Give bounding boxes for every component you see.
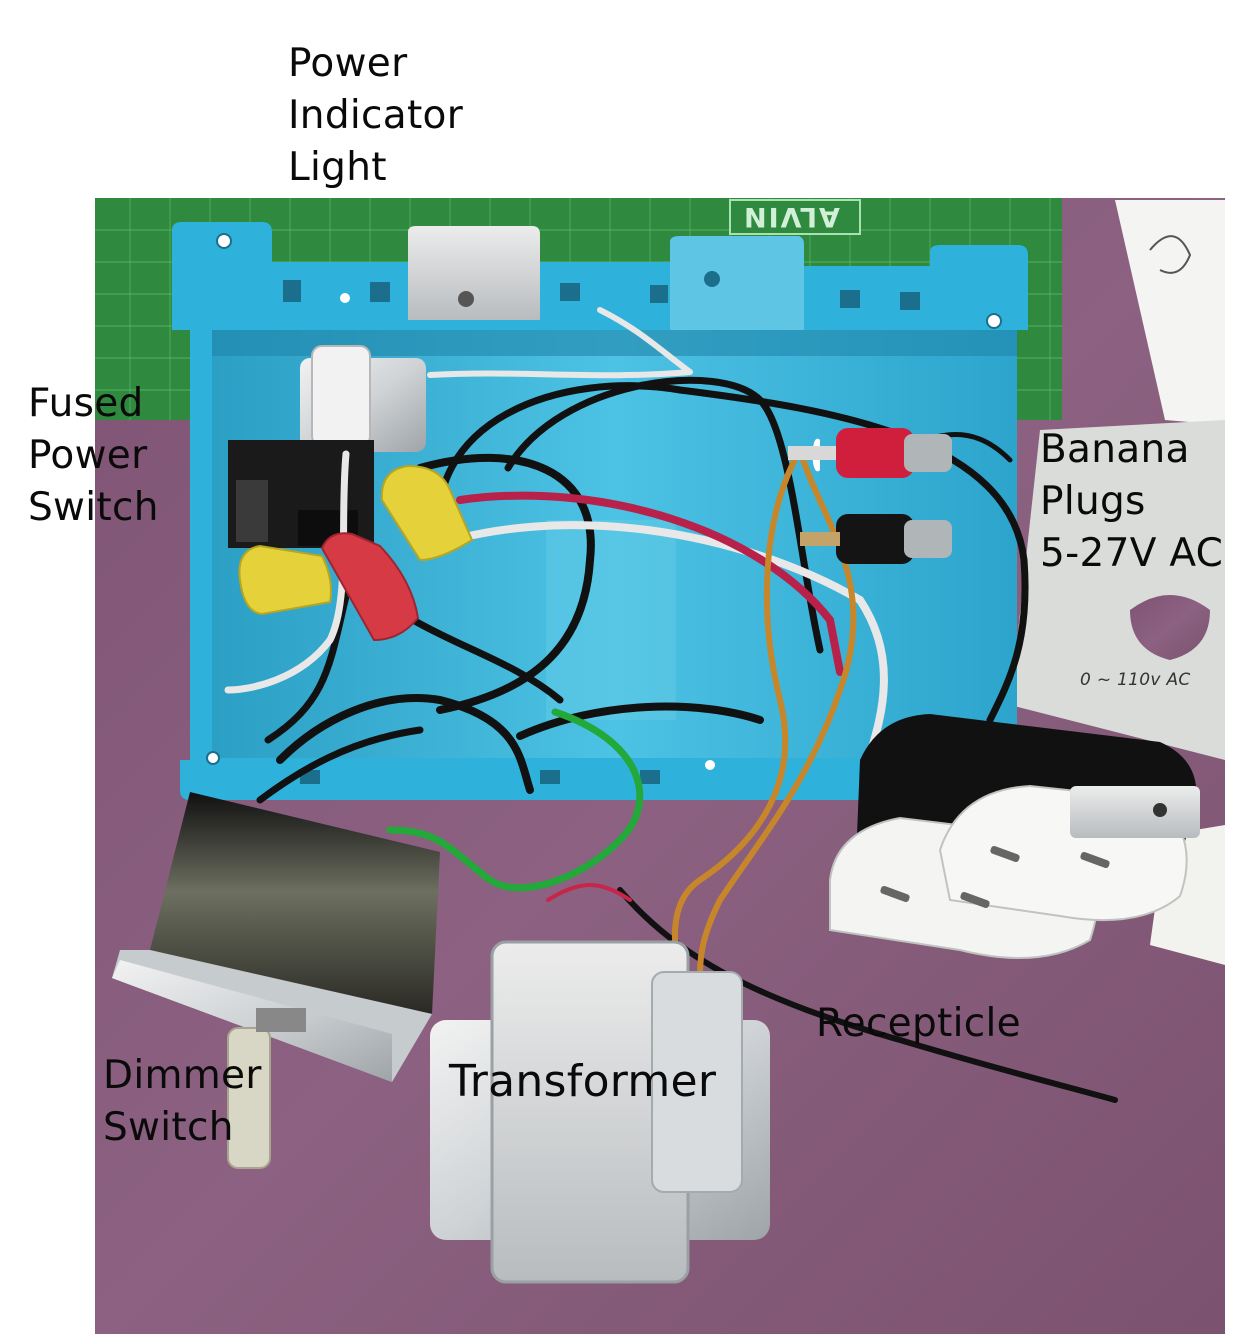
receptacle: [829, 714, 1200, 959]
transformer: [430, 940, 770, 1284]
dimmer-switch: [112, 792, 440, 1169]
label-receptacle: Recepticle: [816, 1001, 1021, 1046]
handwritten-note: 0 ~ 110v AC: [1080, 670, 1191, 690]
fused-power-switch: [228, 440, 374, 548]
label-banana-plugs: Banana Plugs 5-27V AC: [1040, 427, 1224, 576]
indicator-light: [300, 345, 426, 460]
wires: [224, 307, 1118, 1103]
label-fused-power-switch: Fused Power Switch: [28, 381, 159, 530]
label-dimmer-switch: Dimmer Switch: [103, 1053, 262, 1150]
ruler-brand: ALVIN: [742, 201, 840, 232]
label-power-indicator-light: Power Indicator Light: [288, 41, 464, 190]
wire-nuts: [238, 464, 474, 642]
banana-plugs: [788, 428, 952, 564]
label-transformer: Transformer: [449, 1056, 717, 1107]
metal-tabs: [408, 226, 804, 330]
